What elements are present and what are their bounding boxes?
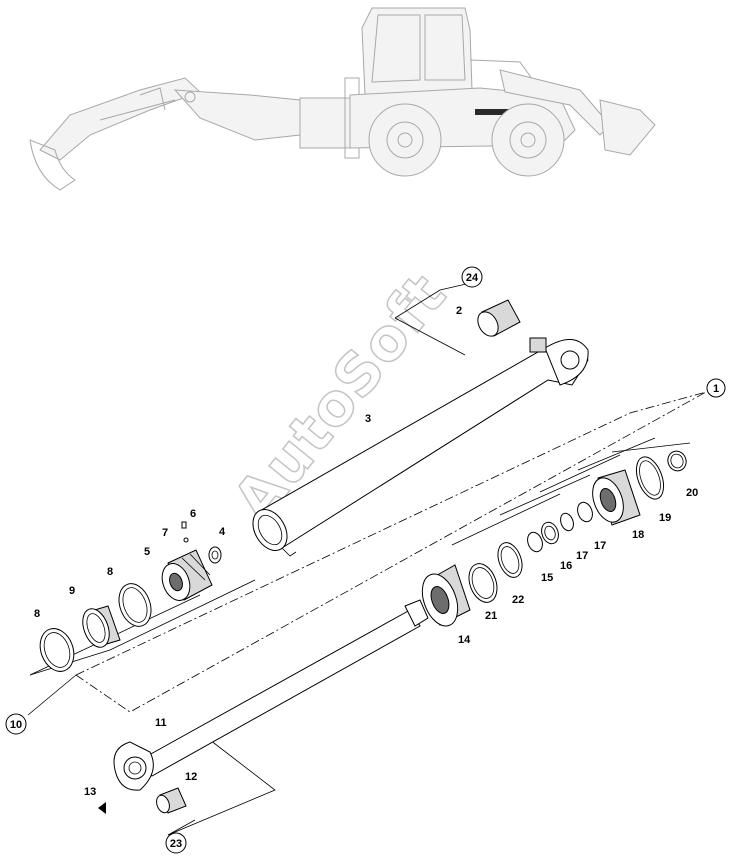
callout-10-label: 10	[10, 719, 22, 731]
callout-17-label-a: 17	[576, 550, 588, 562]
callout-8-label-lower: 8	[34, 608, 40, 620]
callout-3-label: 3	[365, 413, 371, 425]
callout-10: 10	[5, 713, 27, 735]
callout-5-label: 5	[144, 546, 150, 558]
callout-labels: 1 24 10 23 2 3 4 5 6 7 8 8 9 11 12 13 14…	[5, 266, 726, 854]
piston-rod	[98, 599, 429, 814]
callout-18-label: 18	[632, 529, 644, 541]
callout-23-label: 23	[170, 838, 182, 850]
callout-23: 23	[165, 832, 187, 854]
callout-8-label-upper: 8	[107, 566, 113, 578]
callout-19-label: 19	[659, 512, 671, 524]
callout-24: 24	[461, 266, 483, 288]
callout-2-label: 2	[456, 305, 462, 317]
gland-seal-pack	[421, 450, 687, 627]
callout-21-label: 21	[485, 610, 497, 622]
callout-12-label: 12	[185, 771, 197, 783]
callout-1-label: 1	[713, 383, 719, 395]
cylinder-barrel	[252, 337, 589, 557]
callout-1: 1	[706, 378, 726, 398]
callout-11-label: 11	[155, 717, 167, 729]
callout-22-label: 22	[512, 594, 524, 606]
callout-4-label: 4	[219, 526, 226, 538]
callout-24-label: 24	[466, 272, 479, 284]
callout-17-label-b: 17	[594, 540, 606, 552]
callout-9-label: 9	[69, 585, 75, 597]
bushing-2	[477, 299, 521, 337]
callout-15-label: 15	[541, 572, 553, 584]
callout-20-label: 20	[686, 487, 698, 499]
backhoe-loader-illustration	[29, 7, 656, 191]
callout-13-label: 13	[84, 786, 96, 798]
callout-7-label: 7	[162, 527, 168, 539]
callout-16-label: 16	[560, 560, 572, 572]
piston-group	[39, 521, 222, 672]
callout-14-label: 14	[458, 634, 471, 646]
callout-6-label: 6	[190, 508, 196, 520]
